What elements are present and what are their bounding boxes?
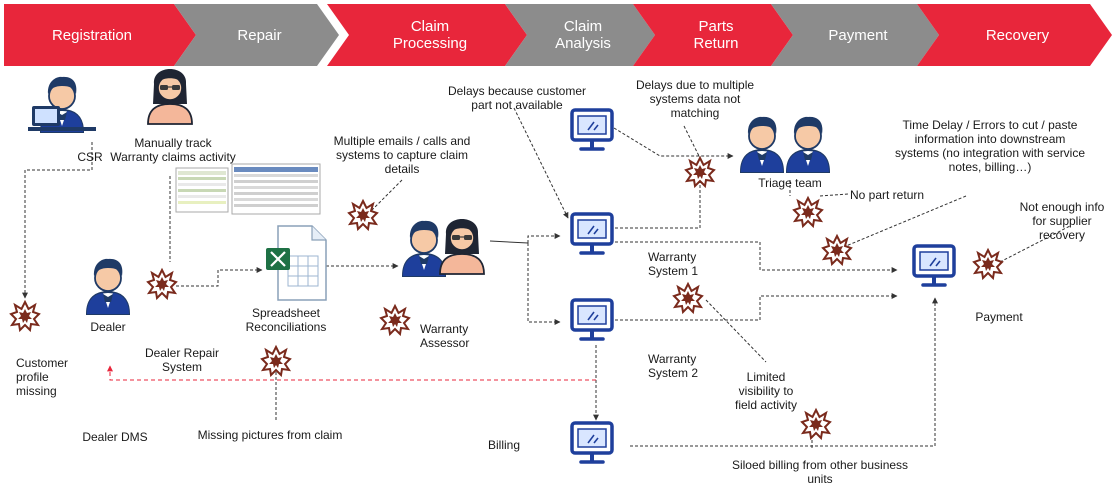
stage-payment: Payment — [771, 4, 939, 66]
connector-monitor-triage — [613, 127, 734, 159]
burst-pictures-icon — [261, 346, 291, 376]
stage-label: Claim Processing — [392, 18, 468, 52]
connector-assessor-ws1 — [527, 233, 561, 243]
connector-return-dealer — [107, 365, 596, 381]
burst-no-return-icon — [793, 197, 823, 227]
connector-time-note — [845, 195, 967, 247]
csr-icon — [28, 75, 96, 133]
stage-repair: Repair — [174, 4, 339, 66]
warranty-assessor-man-icon — [402, 219, 446, 277]
limited-visibility-label: Limited visibility to field activity — [734, 370, 798, 412]
triage-team-man2-icon — [786, 115, 830, 173]
no-part-return-label: No part return — [850, 188, 925, 202]
connector-csr-profile — [22, 142, 93, 299]
payment-monitor-icon — [912, 244, 956, 287]
connector-assessor-out — [489, 240, 529, 244]
connector-ws1-triage — [615, 156, 701, 229]
connector-visibility-note — [705, 299, 767, 363]
spreadsheet-label: Spreadsheet Reconciliations — [245, 306, 327, 334]
manual-track-person-icon — [147, 68, 193, 125]
burst-time-delay-icon — [822, 235, 852, 265]
burst-supplier-icon — [973, 249, 1003, 279]
customer-part-label: Delays because customer part not availab… — [447, 84, 587, 112]
dealer-repair-system-label: Dealer Repair System — [144, 346, 220, 374]
burst-dealer-icon — [147, 269, 177, 299]
connector-no-return — [819, 193, 849, 197]
manual-track-label: Manually track Warranty claims activity — [110, 136, 236, 164]
dealer-icon — [86, 257, 130, 315]
stage-label: Registration — [51, 26, 133, 44]
burst-emails-icon — [348, 200, 378, 230]
customer-profile-label: Customer profile missing — [16, 356, 69, 398]
burst-assessor-icon — [380, 305, 410, 335]
burst-visibility-icon — [673, 283, 703, 313]
burst-systems-data-icon — [685, 157, 715, 187]
stage-recovery: Recovery — [917, 4, 1112, 66]
payment-label: Payment — [975, 310, 1023, 324]
stage-label: Parts Return — [693, 18, 739, 52]
connector-ws1-payment — [615, 241, 898, 273]
stage-claim-analysis: Claim Analysis — [505, 4, 655, 66]
connector-emails-note — [369, 179, 403, 213]
time-delay-label: Time Delay / Errors to cut / paste infor… — [894, 118, 1086, 174]
connector-assessor-ws2 — [527, 243, 561, 325]
connector-billing-payment — [630, 297, 938, 447]
connector-supplier-note — [999, 225, 1071, 263]
stage-label: Recovery — [985, 26, 1050, 44]
billing-label: Billing — [488, 438, 521, 452]
dealer-dms-label: Dealer DMS — [82, 430, 148, 444]
stage-label: Repair — [237, 26, 282, 44]
connector-part-note — [513, 107, 569, 219]
stage-parts-return: Parts Return — [633, 4, 793, 66]
burst-customer-profile-icon — [10, 301, 40, 331]
warranty-system-1-label: Warranty System 1 — [648, 250, 699, 278]
connector-ws2-payment — [615, 293, 898, 321]
systems-data-label: Delays due to multiple systems data not … — [635, 78, 755, 120]
dealer-label: Dealer — [90, 320, 126, 334]
stage-label: Payment — [828, 26, 888, 44]
stage-registration: Registration — [4, 4, 196, 66]
warranty-assessor-label: Warranty Assessor — [420, 322, 470, 350]
connector-systems-note — [683, 125, 701, 159]
warranty-system-2-label: Warranty System 2 — [648, 352, 699, 380]
missing-pictures-label: Missing pictures from claim — [197, 428, 343, 442]
burst-billing-icon — [801, 409, 831, 439]
supplier-recovery-label: Not enough info for supplier recovery — [1019, 200, 1105, 242]
excel-icon — [266, 225, 327, 301]
stage-claim-processing: Claim Processing — [327, 4, 527, 66]
triage-team-man-icon — [740, 115, 784, 173]
triage-team-label: Triage team — [758, 176, 822, 190]
warranty-system-2-icon — [570, 298, 614, 341]
billing-monitor-icon — [570, 421, 614, 464]
spreadsheet-thumbnails-icon — [175, 163, 321, 215]
system-monitor-top-icon — [570, 108, 614, 151]
csr-label: CSR — [77, 150, 103, 164]
stage-label: Claim Analysis — [555, 18, 611, 52]
warranty-assessor-woman-icon — [439, 218, 485, 275]
multiple-emails-label: Multiple emails / calls and systems to c… — [333, 134, 471, 176]
connector-dealer-spreadsheet — [176, 267, 263, 287]
siloed-billing-label: Siloed billing from other business units — [731, 458, 909, 486]
warranty-system-1-icon — [570, 212, 614, 255]
